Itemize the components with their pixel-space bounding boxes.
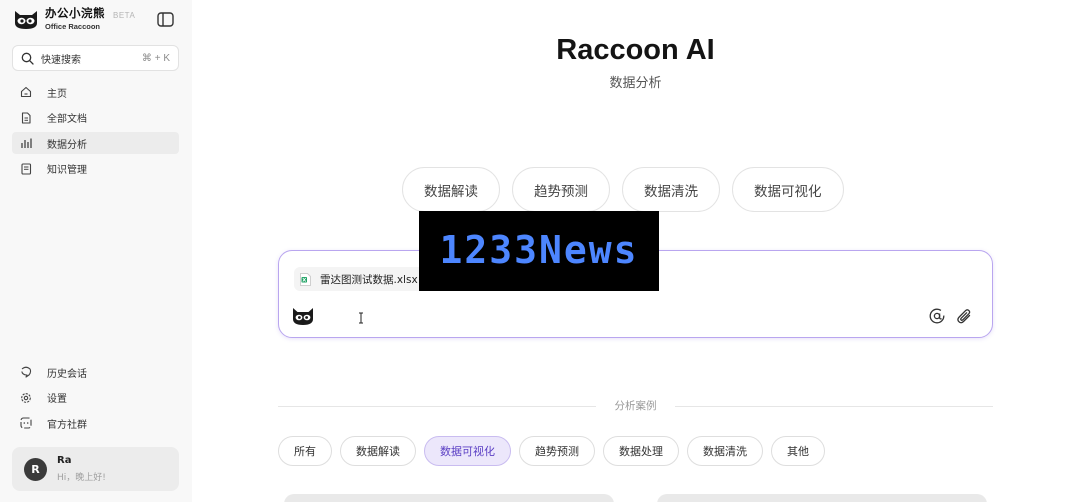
page-title: Raccoon AI bbox=[556, 34, 715, 66]
watermark-text: 1233News bbox=[439, 228, 639, 272]
search-icon bbox=[21, 52, 34, 65]
search-shortcut: ⌘ + K bbox=[141, 52, 170, 64]
home-icon bbox=[20, 86, 32, 98]
attached-file-name: 雷达图测试数据.xlsx bbox=[320, 273, 418, 286]
bar-chart-icon bbox=[21, 138, 32, 148]
gear-icon bbox=[21, 392, 31, 403]
sidebar-item-label: 历史会话 bbox=[47, 368, 87, 380]
filter-data-visualization[interactable]: 数据可视化 bbox=[424, 436, 511, 466]
avatar: R bbox=[24, 457, 47, 481]
filter-other[interactable]: 其他 bbox=[771, 436, 825, 466]
history-icon bbox=[21, 366, 32, 378]
quick-action-chips: 数据解读 趋势预测 数据清洗 数据可视化 bbox=[402, 167, 844, 212]
sidebar-item-label: 官方社群 bbox=[47, 419, 87, 431]
filter-data-interpretation[interactable]: 数据解读 bbox=[340, 436, 416, 466]
beta-badge: BETA bbox=[113, 11, 136, 20]
community-icon bbox=[20, 417, 32, 429]
filter-data-processing[interactable]: 数据处理 bbox=[603, 436, 679, 466]
filter-data-cleaning[interactable]: 数据清洗 bbox=[687, 436, 763, 466]
sidebar: 办公小浣熊 Office Raccoon BETA 快速搜索 ⌘ + K 主页 bbox=[0, 0, 192, 502]
filter-all[interactable]: 所有 bbox=[278, 436, 332, 466]
sidebar-item-label: 知识管理 bbox=[47, 165, 87, 176]
user-profile-card[interactable]: R Ra Hi，晚上好! bbox=[12, 447, 179, 491]
book-icon bbox=[21, 162, 32, 175]
main-content: Raccoon AI 数据分析 数据解读 趋势预测 数据清洗 数据可视化 雷达图… bbox=[192, 0, 1079, 502]
sidebar-item-label: 设置 bbox=[47, 394, 67, 405]
sidebar-item-data-analysis[interactable]: 数据分析 bbox=[12, 132, 179, 154]
divider-line-right bbox=[675, 406, 993, 407]
attachment-icon[interactable] bbox=[956, 308, 972, 325]
search-box[interactable]: 快速搜索 ⌘ + K bbox=[12, 45, 179, 71]
brand-name: 办公小浣熊 bbox=[45, 6, 105, 20]
watermark-overlay: 1233News bbox=[419, 211, 659, 291]
excel-file-icon bbox=[300, 272, 311, 286]
page-subtitle: 数据分析 bbox=[609, 76, 662, 91]
sidebar-item-label: 全部文档 bbox=[47, 114, 87, 125]
brand-name-en: Office Raccoon bbox=[45, 21, 101, 31]
brand-logo[interactable]: 办公小浣熊 Office Raccoon bbox=[12, 6, 105, 31]
sidebar-item-settings[interactable]: 设置 bbox=[12, 387, 179, 409]
sidebar-item-documents[interactable]: 全部文档 bbox=[12, 107, 179, 129]
sidebar-bottom-nav: 历史会话 设置 官方社群 bbox=[12, 361, 179, 438]
chip-data-interpretation[interactable]: 数据解读 bbox=[402, 167, 500, 212]
attached-file-chip[interactable]: 雷达图测试数据.xlsx bbox=[294, 267, 426, 291]
text-cursor-icon bbox=[359, 312, 363, 324]
sidebar-item-label: 主页 bbox=[47, 88, 67, 100]
case-card[interactable] bbox=[657, 494, 987, 502]
chip-trend-forecast[interactable]: 趋势预测 bbox=[512, 167, 610, 212]
raccoon-avatar-icon bbox=[293, 308, 313, 325]
sidebar-item-label: 数据分析 bbox=[47, 139, 87, 151]
case-card[interactable] bbox=[284, 494, 614, 502]
divider-line-left bbox=[278, 406, 596, 407]
filter-trend-forecast[interactable]: 趋势预测 bbox=[519, 436, 595, 466]
search-label: 快速搜索 bbox=[41, 54, 81, 66]
sidebar-item-community[interactable]: 官方社群 bbox=[12, 412, 179, 434]
mention-icon[interactable] bbox=[929, 308, 945, 324]
chat-composer[interactable]: 雷达图测试数据.xlsx bbox=[278, 250, 993, 338]
raccoon-logo-icon bbox=[15, 11, 37, 29]
document-icon bbox=[21, 111, 31, 124]
sidebar-item-home[interactable]: 主页 bbox=[12, 81, 179, 103]
sidebar-item-knowledge[interactable]: 知识管理 bbox=[12, 158, 179, 180]
section-label: 分析案例 bbox=[606, 400, 665, 412]
case-filter-tabs: 所有 数据解读 数据可视化 趋势预测 数据处理 数据清洗 其他 bbox=[278, 436, 825, 466]
section-divider: 分析案例 bbox=[278, 398, 993, 414]
sidebar-item-history[interactable]: 历史会话 bbox=[12, 361, 179, 383]
user-name: Ra bbox=[57, 455, 72, 466]
chip-data-cleaning[interactable]: 数据清洗 bbox=[622, 167, 720, 212]
user-greeting: Hi，晚上好! bbox=[57, 473, 106, 483]
chip-data-visualization[interactable]: 数据可视化 bbox=[732, 167, 844, 212]
sidebar-toggle-icon[interactable] bbox=[157, 12, 174, 27]
sidebar-nav: 主页 全部文档 数据分析 知识管理 bbox=[12, 81, 179, 183]
